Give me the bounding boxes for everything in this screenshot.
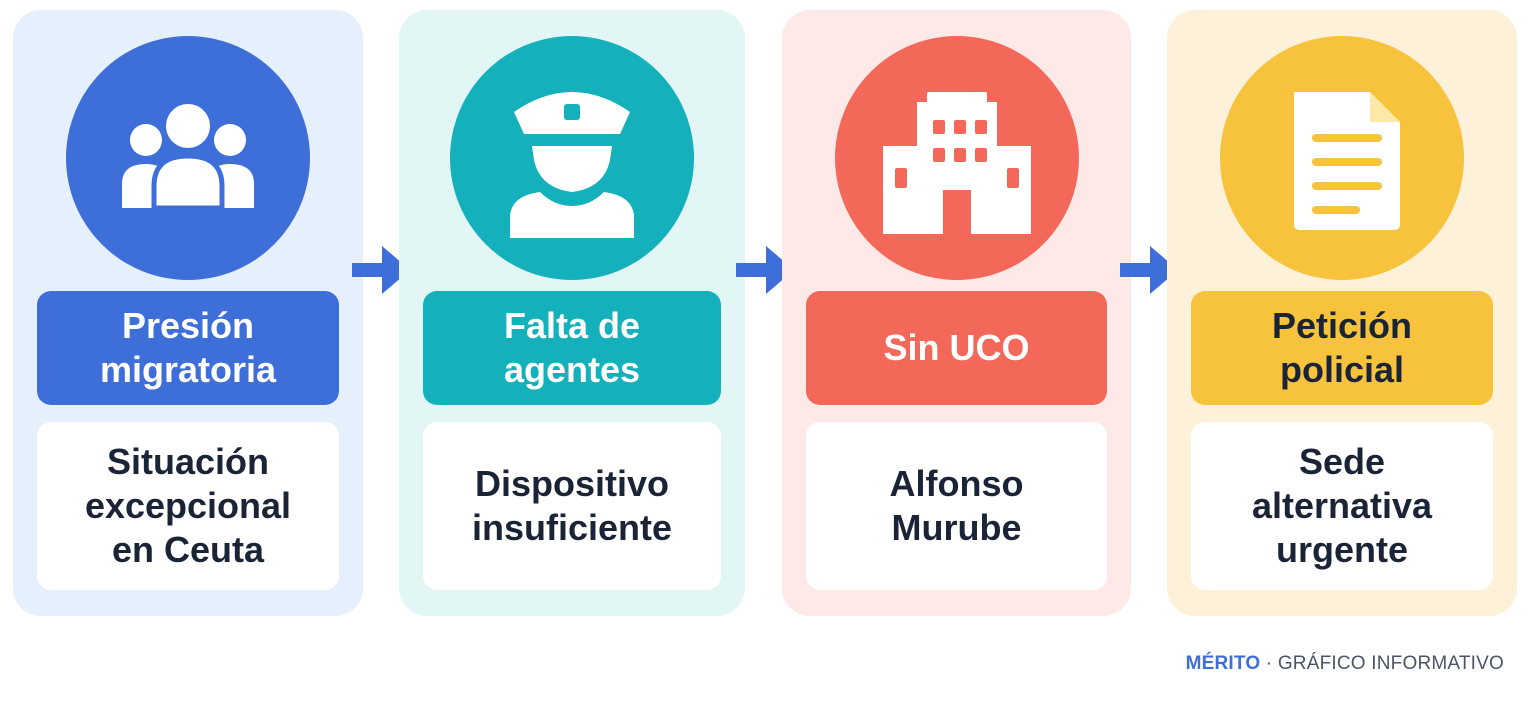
step-2-icon-circle — [450, 36, 694, 280]
step-2-description: Dispositivo insuficiente — [423, 422, 721, 590]
step-card-1: Presión migratoria Situación excepcional… — [13, 10, 363, 616]
step-4-description: Sede alternativa urgente — [1191, 422, 1493, 590]
step-4-icon-circle — [1220, 36, 1464, 280]
document-icon — [1294, 92, 1400, 230]
step-1-description: Situación excepcional en Ceuta — [37, 422, 339, 590]
step-3-icon-circle — [834, 36, 1079, 280]
footer-brand: MÉRITO — [1185, 653, 1261, 674]
arrow-right-icon — [1120, 246, 1178, 294]
footer-separator: · — [1260, 653, 1278, 674]
people-group-icon — [122, 104, 254, 211]
step-2-label: Falta de agentes — [423, 291, 721, 405]
step-3-label: Sin UCO — [806, 291, 1107, 405]
footer-text: GRÁFICO INFORMATIVO — [1277, 653, 1504, 674]
step-card-2: Falta de agentes Dispositivo insuficient… — [399, 10, 745, 616]
arrow-right-icon — [352, 246, 410, 294]
arrow-right-icon — [736, 246, 794, 294]
step-1-label: Presión migratoria — [37, 291, 339, 405]
step-1-icon-circle — [66, 36, 310, 280]
step-4-label: Petición policial — [1191, 291, 1493, 405]
police-officer-icon — [510, 92, 634, 238]
step-3-description: Alfonso Murube — [806, 422, 1107, 590]
building-icon — [882, 92, 1031, 234]
step-card-3: Sin UCO Alfonso Murube — [782, 10, 1131, 616]
step-card-4: Petición policial Sede alternativa urgen… — [1167, 10, 1517, 616]
footer-credit: MÉRITO · GRÁFICO INFORMATIVO — [1186, 653, 1504, 675]
